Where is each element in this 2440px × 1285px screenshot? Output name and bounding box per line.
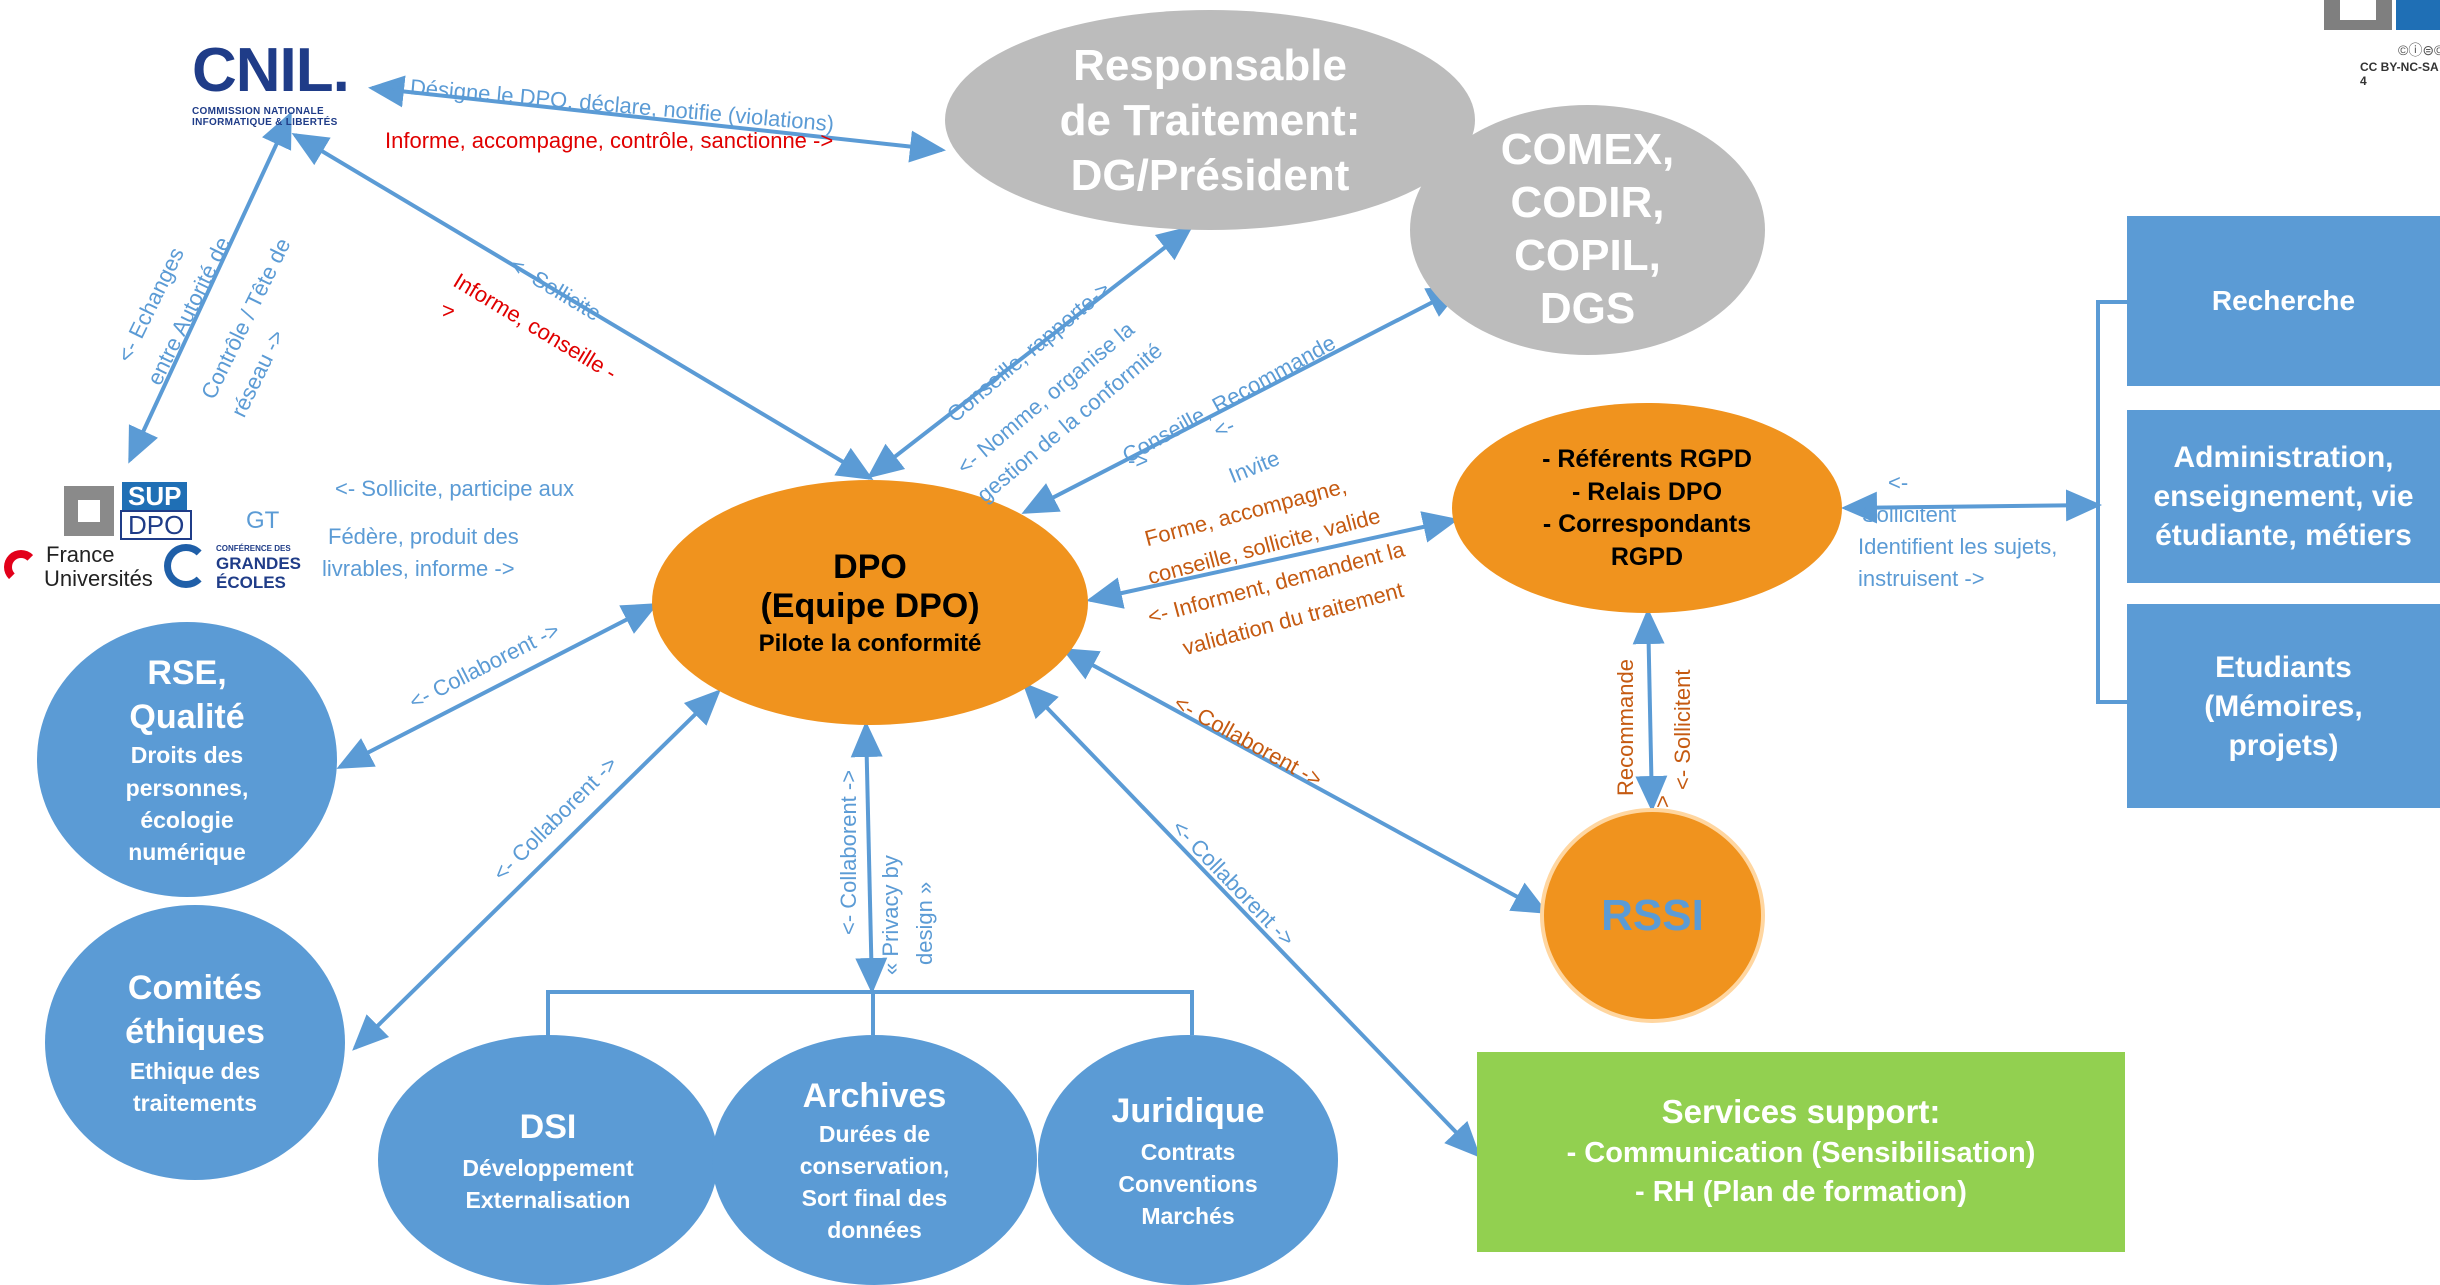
label-collab-archives: <- Collaborent -> <box>836 769 861 935</box>
node-archives: Archives Durées de conservation, Sort fi… <box>712 1035 1037 1285</box>
label-privacy-1: « Privacy by <box>878 855 903 975</box>
node-rse-qualite: RSE, Qualité Droits des personnes, écolo… <box>37 622 337 897</box>
arrow-cnil-supdpo <box>128 111 292 464</box>
gt-label: GT <box>246 507 280 534</box>
france-universites-icon <box>4 550 38 584</box>
label-recommande: Recommande <box>1613 659 1638 796</box>
node-services-support: Services support: - Communication (Sensi… <box>1477 1052 2125 1252</box>
node-comites-ethiques: Comités éthiques Ethique des traitements <box>45 905 345 1180</box>
label-federe-1: Fédère, produit des <box>328 524 519 549</box>
label-sollicitent-v: <- Sollicitent <box>1670 669 1695 790</box>
license-badge: ©ⓘ⊜© CC BY-NC-SA 4 <box>2318 0 2440 100</box>
label-federe-2: livrables, informe -> <box>322 556 515 581</box>
node-dpo: DPO (Equipe DPO) Pilote la conformité <box>652 480 1088 725</box>
cnil-logo: CNIL. COMMISSION NATIONALE INFORMATIQUE … <box>192 36 350 129</box>
arrow-cnil-dpo <box>291 132 874 481</box>
arrow-referents-rssi <box>1632 608 1668 812</box>
node-referents-rgpd: - Référents RGPD - Relais DPO - Correspo… <box>1452 403 1842 613</box>
arrow-dpo-services <box>1022 682 1481 1158</box>
arrow-referents-dpo <box>1086 511 1459 609</box>
cc-icons: ©ⓘ⊜© <box>2398 42 2440 58</box>
arrow-dpo-bottom <box>850 721 888 994</box>
label-conseille-recommande-2: -> <box>1128 448 1149 473</box>
arrow-dpo-rse <box>336 603 659 769</box>
label-informe-cnil: Informe, accompagne, contrôle, sanctionn… <box>385 128 834 153</box>
arrow-comex-dpo <box>1021 286 1464 514</box>
label-sollicitent-r-2: Sollicitent <box>1862 502 1957 527</box>
cge-icon <box>164 544 208 588</box>
node-juridique: Juridique Contrats Conventions Marchés <box>1038 1035 1338 1285</box>
label-identifient-1: Identifient les sujets, <box>1858 534 2058 559</box>
label-sollicitent-r-1: <- <box>1888 470 1909 495</box>
node-comex: COMEX, CODIR, COPIL, DGS <box>1410 105 1765 355</box>
france-universites-logo: France Universités <box>4 542 164 598</box>
label-informe-conseille-2: > <box>442 298 455 323</box>
arrow-referents-entites <box>1841 489 2102 524</box>
cge-logo: CONFÉRENCE DES GRANDES ÉCOLES <box>164 538 304 598</box>
node-recherche: Recherche <box>2127 216 2440 386</box>
label-privacy-2: design » <box>912 881 937 965</box>
node-rssi: RSSI <box>1540 808 1765 1023</box>
arrow-dpo-comites <box>352 689 721 1051</box>
bracket-right <box>2096 300 2128 704</box>
label-identifient-2: instruisent -> <box>1858 566 1985 591</box>
node-responsable-traitement: Responsable de Traitement: DG/Président <box>945 10 1475 230</box>
bracket-bottom <box>546 990 1194 1038</box>
label-recommande-2: > <box>1650 795 1675 808</box>
label-sollicite-participe: <- Sollicite, participe aux <box>335 476 575 501</box>
node-dsi: DSI Développement Externalisation <box>378 1035 718 1285</box>
node-administration: Administration, enseignement, vie étudia… <box>2127 410 2440 583</box>
node-etudiants: Etudiants (Mémoires, projets) <box>2127 604 2440 808</box>
supdpo-logo: SUP DPO <box>64 482 198 540</box>
